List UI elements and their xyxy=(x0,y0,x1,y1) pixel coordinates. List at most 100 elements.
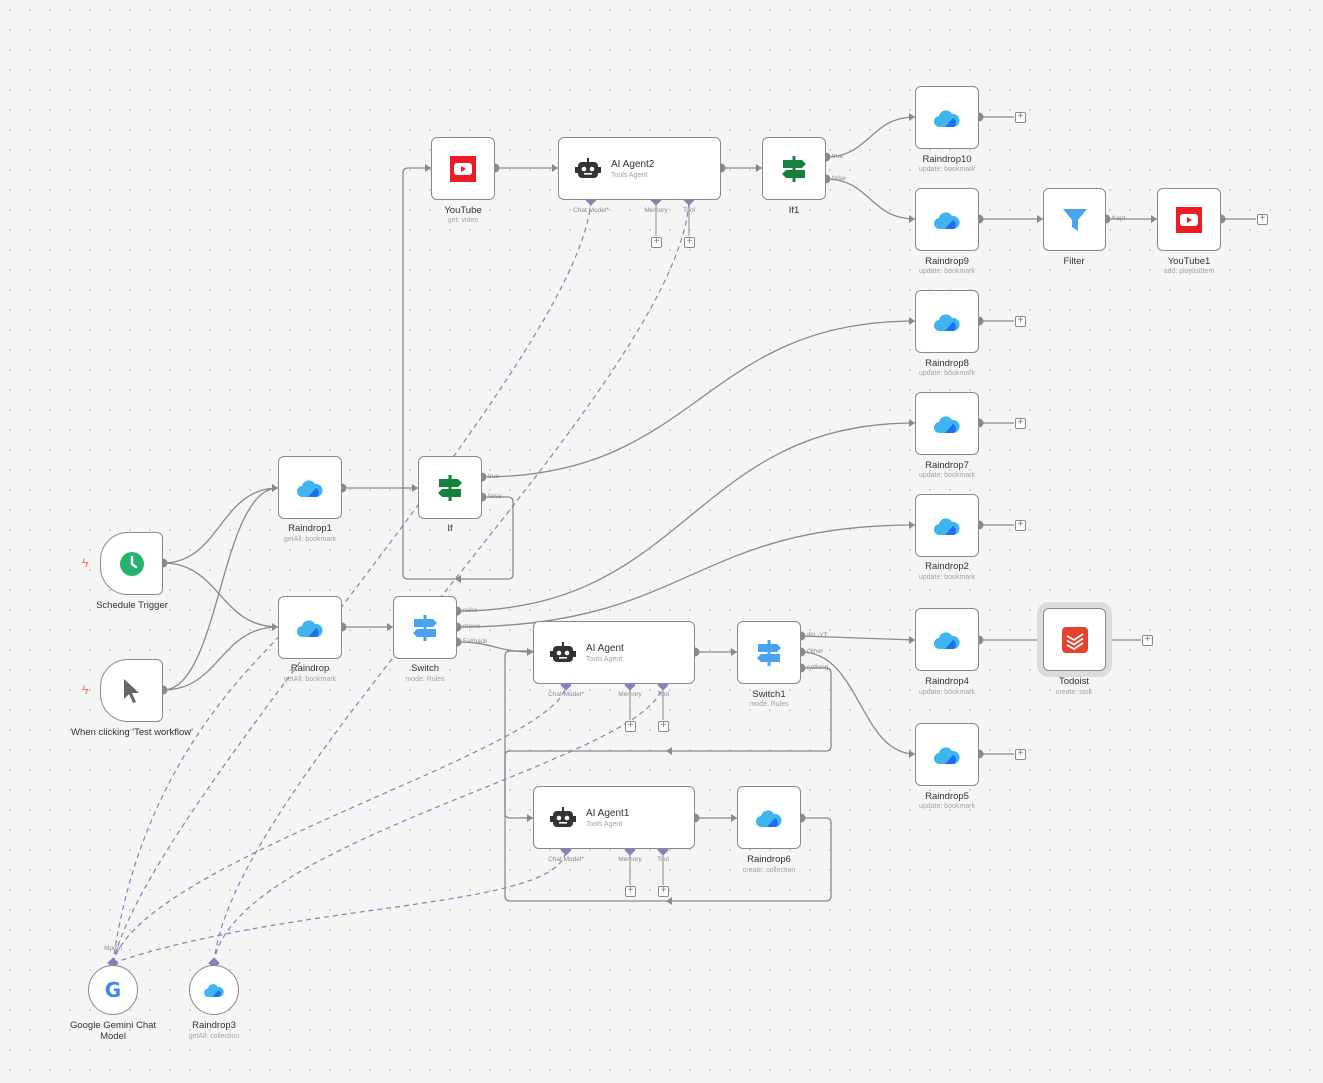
node-ai-agent1[interactable]: AI Agent1 Tools Agent xyxy=(533,786,695,849)
cloud-icon xyxy=(204,984,224,997)
cloud-icon xyxy=(934,211,960,229)
node-manual-trigger[interactable] xyxy=(100,659,163,722)
agent1-port-memory: Memory xyxy=(618,856,642,863)
node-todoist-subtitle: create: task xyxy=(1055,689,1093,696)
switch-output-movie: movie xyxy=(463,623,481,630)
node-raindrop3-subtitle: getAll: collection xyxy=(188,1033,240,1040)
node-raindrop1[interactable] xyxy=(278,456,342,519)
node-raindrop4-subtitle: update: bookmark xyxy=(918,689,976,696)
node-filter-title: Filter xyxy=(1063,256,1085,267)
edge-gemini-agent1 xyxy=(112,849,567,964)
raindrop5-add-button[interactable]: + xyxy=(1015,749,1026,760)
switch1-output-other: Other xyxy=(807,648,824,655)
edge-switch-reiko-raindrop7 xyxy=(456,422,916,612)
node-manual-trigger-title: When clicking 'Test workflow' xyxy=(71,727,193,738)
node-ai-agent-subtitle: Tools Agent xyxy=(586,655,623,663)
node-raindrop1-subtitle: getAll: bookmark xyxy=(283,536,337,543)
node-raindrop10-subtitle: update: bookmark xyxy=(918,166,976,173)
agent-port-tool: Tool xyxy=(657,691,669,698)
node-ai-agent[interactable]: AI Agent Tools Agent xyxy=(533,621,695,684)
node-raindrop[interactable] xyxy=(278,596,342,659)
cloud-icon xyxy=(934,631,960,649)
raindrop8-add-button[interactable]: + xyxy=(1015,316,1026,327)
node-if[interactable] xyxy=(418,456,482,519)
if-output-true: true xyxy=(488,473,500,480)
node-ai-agent2-subtitle: Tools Agent xyxy=(611,171,648,179)
raindrop2-add-button[interactable]: + xyxy=(1015,520,1026,531)
edge-schedule-raindrop1 xyxy=(162,487,279,564)
edge-switch-fallback-agent xyxy=(456,641,534,653)
node-raindrop4-title: Raindrop4 xyxy=(925,676,969,687)
if-output-false: false xyxy=(488,493,502,500)
agent2-port-memory: Memory xyxy=(644,207,668,214)
node-raindrop2-title: Raindrop2 xyxy=(925,561,969,572)
todoist-add-button[interactable]: + xyxy=(1142,635,1153,646)
edge-manual-raindrop1 xyxy=(162,487,279,691)
edge-manual-raindrop xyxy=(162,626,279,691)
node-raindrop-title: Raindrop xyxy=(290,663,330,674)
agent-add-memory-button[interactable]: + xyxy=(625,721,636,732)
edge-raindrop3-agent-tool xyxy=(213,684,664,964)
edge-if-true-raindrop8 xyxy=(481,320,916,478)
node-raindrop10[interactable] xyxy=(915,86,979,149)
node-raindrop5[interactable] xyxy=(915,723,979,786)
cloud-icon xyxy=(934,415,960,433)
node-raindrop1-title: Raindrop1 xyxy=(288,523,332,534)
node-raindrop2-subtitle: update: bookmark xyxy=(918,574,976,581)
node-raindrop9-title: Raindrop9 xyxy=(925,256,969,267)
node-schedule-trigger[interactable] xyxy=(100,532,163,595)
edge-switch1-other-raindrop5 xyxy=(800,651,916,755)
agent1-add-memory-button[interactable]: + xyxy=(625,886,636,897)
sub-node-stubs xyxy=(629,200,690,885)
node-if1[interactable] xyxy=(762,137,826,200)
node-raindrop2[interactable] xyxy=(915,494,979,557)
node-youtube[interactable] xyxy=(431,137,495,200)
if1-output-false: false xyxy=(832,175,846,182)
agent1-add-tool-button[interactable]: + xyxy=(658,886,669,897)
cloud-icon xyxy=(934,109,960,127)
youtube1-add-button[interactable]: + xyxy=(1257,214,1268,225)
robot-icon xyxy=(575,157,601,178)
cursor-icon xyxy=(123,678,139,703)
edge-gemini-raindrop xyxy=(112,634,281,964)
node-gemini-chat-model[interactable]: G xyxy=(88,965,138,1015)
cloud-icon xyxy=(297,479,323,497)
node-raindrop6[interactable] xyxy=(737,786,801,849)
node-raindrop4[interactable] xyxy=(915,608,979,671)
node-todoist[interactable] xyxy=(1043,608,1106,671)
agent2-port-tool: Tool xyxy=(683,207,695,214)
node-schedule-trigger-title: Schedule Trigger xyxy=(96,600,168,611)
cloud-icon xyxy=(934,313,960,331)
edge-if1-false-raindrop9 xyxy=(825,178,916,220)
node-raindrop8[interactable] xyxy=(915,290,979,353)
node-ai-agent2[interactable]: AI Agent2 Tools Agent xyxy=(558,137,721,200)
node-raindrop8-title: Raindrop8 xyxy=(925,358,969,369)
agent-add-tool-button[interactable]: + xyxy=(658,721,669,732)
cloud-icon xyxy=(934,746,960,764)
node-raindrop3[interactable] xyxy=(189,965,239,1015)
node-switch1[interactable] xyxy=(737,621,801,684)
node-raindrop5-subtitle: update: bookmark xyxy=(918,803,976,810)
raindrop7-add-button[interactable]: + xyxy=(1015,418,1026,429)
edge-if1-true-raindrop10 xyxy=(825,116,916,158)
cloud-icon xyxy=(934,517,960,535)
raindrop10-add-button[interactable]: + xyxy=(1015,112,1026,123)
agent-port-chat-model: Chat Model* xyxy=(548,691,584,698)
node-switch[interactable] xyxy=(393,596,457,659)
edge-switch-movie-raindrop2 xyxy=(456,524,916,628)
agent2-add-memory-button[interactable]: + xyxy=(651,237,662,248)
clock-icon xyxy=(119,551,144,576)
node-if-title: If xyxy=(447,523,453,534)
node-raindrop7[interactable] xyxy=(915,392,979,455)
gemini-port-model: Model xyxy=(104,945,122,952)
google-icon: G xyxy=(104,978,122,1002)
node-youtube1[interactable] xyxy=(1157,188,1221,251)
node-todoist-title: Todoist xyxy=(1058,676,1090,687)
signpost-icon xyxy=(757,639,781,666)
signpost-icon xyxy=(413,614,437,641)
node-raindrop9[interactable] xyxy=(915,188,979,251)
cloud-icon xyxy=(297,619,323,637)
agent2-add-tool-button[interactable]: + xyxy=(684,237,695,248)
agent1-port-tool: Tool xyxy=(657,856,669,863)
node-filter[interactable] xyxy=(1043,188,1106,251)
